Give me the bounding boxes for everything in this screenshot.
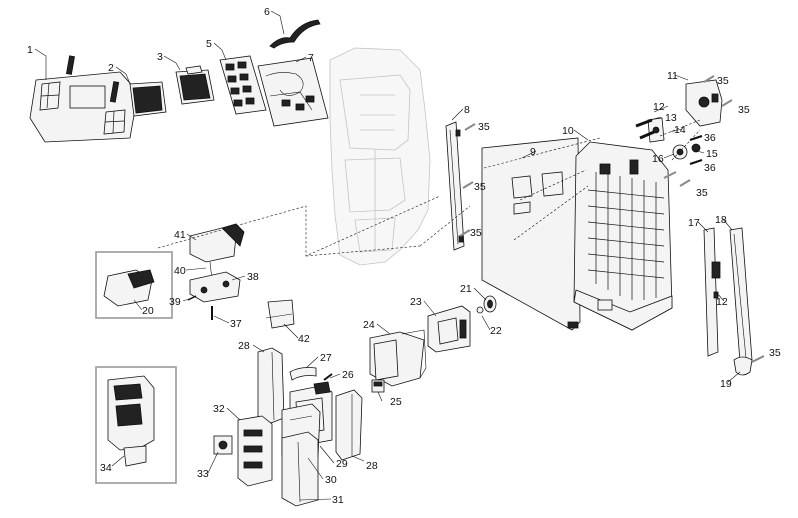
part-11-hinge-bracket bbox=[685, 79, 723, 127]
callout-7: 7 bbox=[308, 52, 314, 64]
callout-19: 19 bbox=[720, 378, 732, 390]
callout-35-f: 35 bbox=[696, 187, 708, 199]
part-1-control-panel bbox=[29, 55, 139, 143]
part-8-side-bracket bbox=[445, 121, 465, 251]
callout-35-g: 35 bbox=[769, 347, 781, 359]
part-18-side-rail bbox=[729, 227, 753, 363]
callout-18: 18 bbox=[715, 214, 727, 226]
callout-21: 21 bbox=[460, 283, 472, 295]
callout-11: 11 bbox=[667, 70, 678, 82]
part-7-circuit-board bbox=[257, 57, 329, 127]
callout-12-bottom: 12 bbox=[716, 296, 728, 308]
part-32-outlet-body bbox=[237, 415, 273, 487]
callout-14: 14 bbox=[674, 124, 686, 136]
inset-box-20 bbox=[95, 251, 173, 319]
callout-35-d: 35 bbox=[717, 75, 729, 87]
callout-12-top: 12 bbox=[653, 101, 665, 113]
callout-33: 33 bbox=[197, 468, 209, 480]
part-26-screw bbox=[323, 373, 333, 381]
callout-34: 34 bbox=[100, 462, 112, 474]
callout-2: 2 bbox=[108, 62, 114, 74]
part-12-screw bbox=[635, 118, 655, 140]
part-42-cap bbox=[265, 299, 295, 329]
callout-1: 1 bbox=[27, 44, 33, 56]
callout-5: 5 bbox=[206, 38, 212, 50]
callout-35-c: 35 bbox=[470, 227, 482, 239]
part-19-end-cap bbox=[733, 356, 753, 376]
callout-17: 17 bbox=[688, 217, 700, 229]
part-17-side-rail bbox=[703, 227, 721, 357]
part-16-knob bbox=[672, 144, 688, 160]
callout-41: 41 bbox=[174, 229, 186, 241]
callout-35-a: 35 bbox=[478, 121, 490, 133]
callout-37: 37 bbox=[230, 318, 242, 330]
part-2-display bbox=[129, 81, 167, 117]
part-20-module bbox=[103, 269, 155, 307]
part-33-plate bbox=[213, 435, 233, 455]
callout-28-right: 28 bbox=[366, 460, 378, 472]
callout-16: 16 bbox=[652, 153, 664, 165]
callout-35-e: 35 bbox=[738, 104, 750, 116]
callout-25: 25 bbox=[390, 396, 402, 408]
part-5-button-frame bbox=[219, 55, 267, 115]
callout-30: 30 bbox=[325, 474, 337, 486]
part-41-motor-housing bbox=[189, 223, 245, 263]
callout-39: 39 bbox=[169, 296, 181, 308]
callout-32: 32 bbox=[213, 403, 225, 415]
projection-lines bbox=[157, 119, 701, 257]
part-23-bracket bbox=[427, 305, 471, 353]
part-27-clip bbox=[289, 367, 317, 381]
part-28-cover-left bbox=[257, 347, 285, 425]
callout-20: 20 bbox=[142, 305, 154, 317]
callout-36-a: 36 bbox=[704, 132, 716, 144]
callout-22: 22 bbox=[490, 325, 502, 337]
part-6-ribbon-cable bbox=[269, 19, 321, 49]
part-38-bracket bbox=[189, 271, 241, 303]
callout-23: 23 bbox=[410, 296, 422, 308]
callout-10: 10 bbox=[562, 125, 574, 137]
part-31-base bbox=[281, 431, 319, 507]
callout-28-left: 28 bbox=[238, 340, 250, 352]
callout-3: 3 bbox=[157, 51, 163, 63]
inset-box-34 bbox=[95, 366, 177, 484]
callout-29: 29 bbox=[336, 458, 348, 470]
part-36-screws bbox=[689, 135, 703, 165]
leader-lines bbox=[34, 10, 741, 501]
callout-27: 27 bbox=[320, 352, 332, 364]
callout-26: 26 bbox=[342, 369, 354, 381]
part-22-nut bbox=[476, 306, 484, 314]
callout-35-b: 35 bbox=[474, 181, 486, 193]
callout-9: 9 bbox=[530, 146, 536, 158]
callout-42: 42 bbox=[298, 333, 310, 345]
part-25-connector bbox=[371, 379, 385, 393]
part-28-cover-right bbox=[335, 389, 363, 461]
part-34-module bbox=[107, 375, 155, 467]
callout-38: 38 bbox=[247, 271, 259, 283]
callout-31: 31 bbox=[332, 494, 344, 506]
ghost-housing bbox=[329, 47, 431, 266]
callout-labels: 1 2 3 5 6 7 8 9 10 11 12 13 14 15 16 17 … bbox=[27, 6, 781, 506]
part-3-display-bezel bbox=[175, 65, 215, 105]
callout-8: 8 bbox=[464, 104, 470, 116]
part-24-mount-box bbox=[369, 329, 427, 387]
part-21-knob bbox=[483, 295, 497, 313]
callout-6: 6 bbox=[264, 6, 270, 18]
callout-24: 24 bbox=[363, 319, 375, 331]
callout-40: 40 bbox=[174, 265, 186, 277]
callout-13: 13 bbox=[665, 112, 677, 124]
part-35-screws bbox=[459, 75, 765, 363]
part-10-main-frame bbox=[573, 141, 673, 331]
part-9-panel bbox=[481, 137, 581, 331]
callout-36-b: 36 bbox=[704, 162, 716, 174]
callout-15: 15 bbox=[706, 148, 718, 160]
